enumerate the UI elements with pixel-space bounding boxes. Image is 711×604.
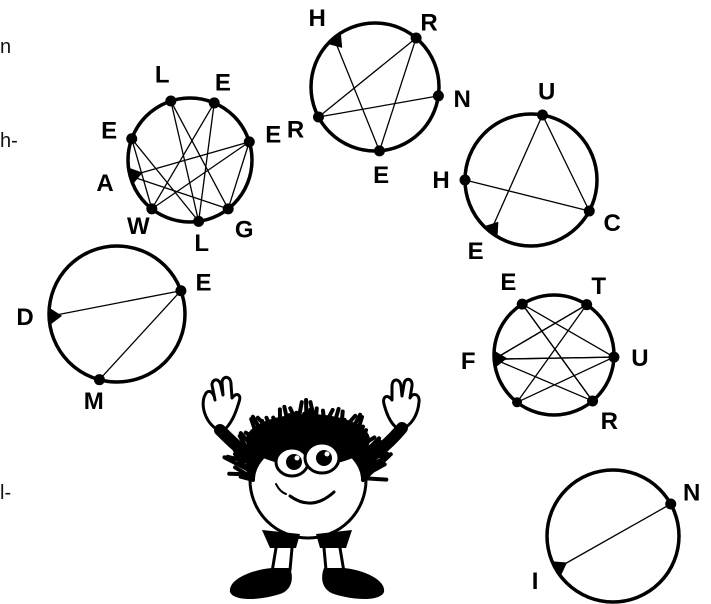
letter-label: U — [538, 78, 555, 105]
chord-line — [490, 115, 542, 232]
letter-label: E — [373, 162, 389, 189]
left-pupil — [286, 454, 302, 470]
letter-label: H — [308, 5, 325, 32]
letter-label: R — [601, 408, 618, 435]
letter-label: M — [84, 388, 104, 415]
chord-line — [465, 180, 589, 211]
letter-dot — [460, 175, 471, 186]
left-hand — [203, 377, 240, 432]
chord-line — [494, 305, 587, 360]
letter-dot — [537, 110, 548, 121]
letter-label: R — [420, 10, 437, 37]
letter-dot — [126, 133, 137, 144]
letter-dot — [193, 216, 204, 227]
letter-label: A — [96, 170, 113, 197]
letter-dot — [209, 97, 220, 108]
letter-label: E — [101, 118, 117, 145]
letter-label: L — [155, 61, 170, 88]
chord-line — [152, 103, 214, 209]
wheel-6: NI — [532, 470, 701, 602]
wheel-2: H R N E R — [287, 5, 471, 189]
letter-dot — [374, 145, 385, 156]
wheel-5: E T U R F — [461, 269, 649, 435]
junction-dot — [512, 397, 522, 407]
hair-strand — [229, 474, 253, 475]
letter-dot — [665, 499, 676, 510]
right-shoe — [322, 568, 384, 599]
letter-label: G — [235, 216, 254, 243]
letter-dot — [313, 112, 324, 123]
chord-line — [494, 357, 614, 359]
chord-line — [542, 115, 589, 211]
letter-label: E — [468, 238, 484, 265]
chord-line — [318, 38, 416, 117]
chord-line — [379, 38, 416, 151]
letter-label: C — [604, 210, 621, 237]
start-marker — [49, 307, 62, 325]
letter-label: R — [287, 116, 304, 143]
letter-dot — [175, 285, 186, 296]
letter-dot — [433, 90, 444, 101]
letter-dot — [244, 136, 255, 147]
letter-label: H — [432, 167, 449, 194]
chord-line — [556, 504, 671, 569]
wheel-4: E M D — [16, 246, 211, 415]
start-marker — [551, 561, 567, 577]
letter-label: E — [265, 122, 281, 149]
wheel-rim — [49, 246, 185, 382]
cartoon-juggler — [203, 377, 419, 599]
chord-line — [152, 142, 249, 209]
letter-label: E — [500, 269, 516, 296]
letter-dot — [584, 205, 595, 216]
letter-dot — [165, 96, 176, 107]
letter-label: D — [16, 304, 33, 331]
right-leg-inner — [324, 548, 326, 570]
letter-label: N — [453, 86, 470, 113]
letter-dot — [223, 203, 234, 214]
left-eye-shine — [295, 456, 300, 461]
letter-label: E — [195, 270, 211, 297]
letter-label: N — [683, 479, 700, 506]
letter-label: E — [215, 70, 231, 97]
letter-dot — [517, 299, 528, 310]
chord-line — [334, 38, 380, 151]
letter-dot — [587, 395, 598, 406]
letter-label: F — [461, 348, 476, 375]
right-eye-shine — [325, 452, 330, 457]
chord-line — [517, 305, 587, 403]
letter-label: L — [194, 230, 209, 257]
letter-dot — [608, 352, 619, 363]
letter-label: U — [631, 345, 648, 372]
letter-dot — [94, 374, 105, 385]
letter-label: W — [127, 213, 150, 240]
letter-label: I — [532, 568, 539, 595]
chord-line — [318, 96, 438, 117]
left-shoe — [230, 568, 292, 599]
left-leg-inner — [290, 548, 292, 570]
letter-label: T — [591, 273, 606, 300]
letter-dot — [581, 299, 592, 310]
wheel-rim — [128, 98, 252, 222]
right-pupil — [316, 450, 332, 466]
